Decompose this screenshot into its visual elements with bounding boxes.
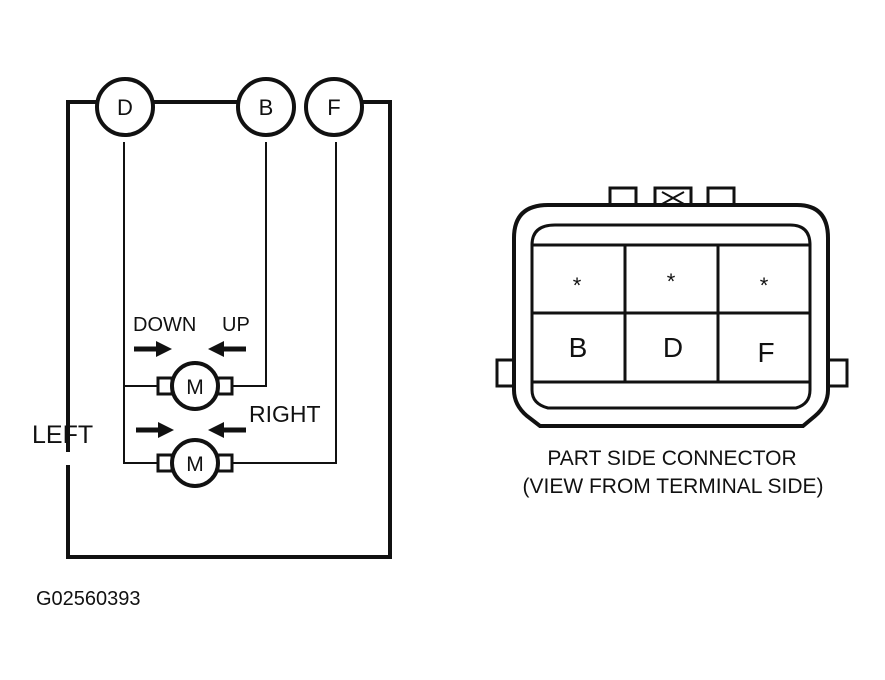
terminal-f-label: F (327, 95, 340, 120)
down-label: DOWN (133, 314, 196, 336)
figure-id: G02560393 (36, 588, 141, 610)
cavity-top-1: * (573, 273, 582, 298)
cavity-bottom-d: D (663, 332, 683, 363)
arrow-up (208, 341, 246, 357)
arrow-right (208, 422, 246, 438)
cavity-top-3: * (760, 273, 769, 298)
circuit-wiring (66, 100, 392, 559)
connector-caption-line2: (VIEW FROM TERMINAL SIDE) (522, 475, 823, 498)
cavity-top-2: * (667, 269, 676, 294)
terminal-d-label: D (117, 95, 133, 120)
terminal-b: B (236, 77, 296, 137)
arrow-left (136, 422, 174, 438)
motor-up-down-label: M (186, 376, 204, 399)
left-label: LEFT (32, 421, 93, 449)
right-label: RIGHT (249, 401, 321, 427)
motor-left-right: M (156, 438, 234, 488)
connector (495, 186, 849, 428)
cavity-bottom-b: B (569, 332, 588, 363)
arrow-down (134, 341, 172, 357)
terminal-f: F (304, 77, 364, 137)
cavity-bottom-f: F (757, 337, 774, 368)
motor-up-down: M (156, 361, 234, 411)
motor-left-right-label: M (186, 453, 204, 476)
up-label: UP (222, 314, 250, 336)
terminal-b-label: B (259, 95, 274, 120)
connector-caption-line1: PART SIDE CONNECTOR (547, 447, 796, 470)
terminal-d: D (95, 77, 155, 137)
